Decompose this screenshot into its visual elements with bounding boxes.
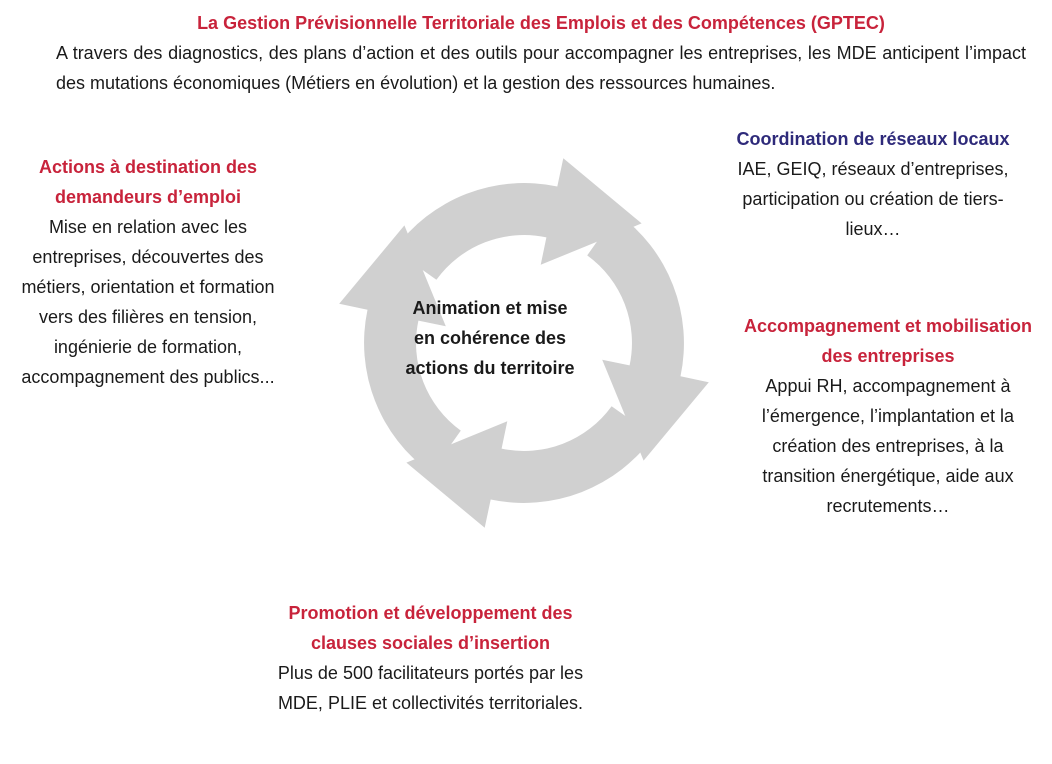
cycle-arrow-top — [394, 158, 642, 280]
companies-title: Accompagnement et mobilisation des entre… — [743, 316, 1033, 366]
social-clauses-description: Plus de 500 facilitateurs portés par les… — [277, 663, 584, 713]
networks-section: Coordination de réseaux locaux IAE, GEIQ… — [718, 124, 1028, 244]
cycle-arrow-bottom — [406, 406, 654, 528]
social-clauses-section: Promotion et développement des clauses s… — [258, 598, 603, 718]
job-seekers-description: Mise en relation avec les entreprises, d… — [21, 217, 275, 387]
cycle-arrows-diagram — [339, 158, 709, 528]
cycle-arrow-right — [587, 213, 709, 461]
gptec-title: La Gestion Prévisionnelle Territoriale d… — [197, 13, 885, 33]
job-seekers-section: Actions à destination des demandeurs d’e… — [8, 152, 288, 392]
cycle-arrow-left — [339, 225, 461, 473]
companies-description: Appui RH, accompagnement à l’émergence, … — [761, 376, 1015, 516]
center-label: Animation et mise en cohérence des actio… — [405, 298, 575, 378]
gptec-description: A travers des diagnostics, des plans d’a… — [56, 43, 1026, 93]
gptec-section: La Gestion Prévisionnelle Territoriale d… — [56, 8, 1026, 98]
social-clauses-title: Promotion et développement des clauses s… — [288, 603, 573, 653]
networks-description: IAE, GEIQ, réseaux d’entreprises, partic… — [737, 159, 1009, 239]
networks-title: Coordination de réseaux locaux — [736, 129, 1010, 149]
companies-section: Accompagnement et mobilisation des entre… — [738, 311, 1038, 521]
job-seekers-title: Actions à destination des demandeurs d’e… — [38, 157, 258, 207]
